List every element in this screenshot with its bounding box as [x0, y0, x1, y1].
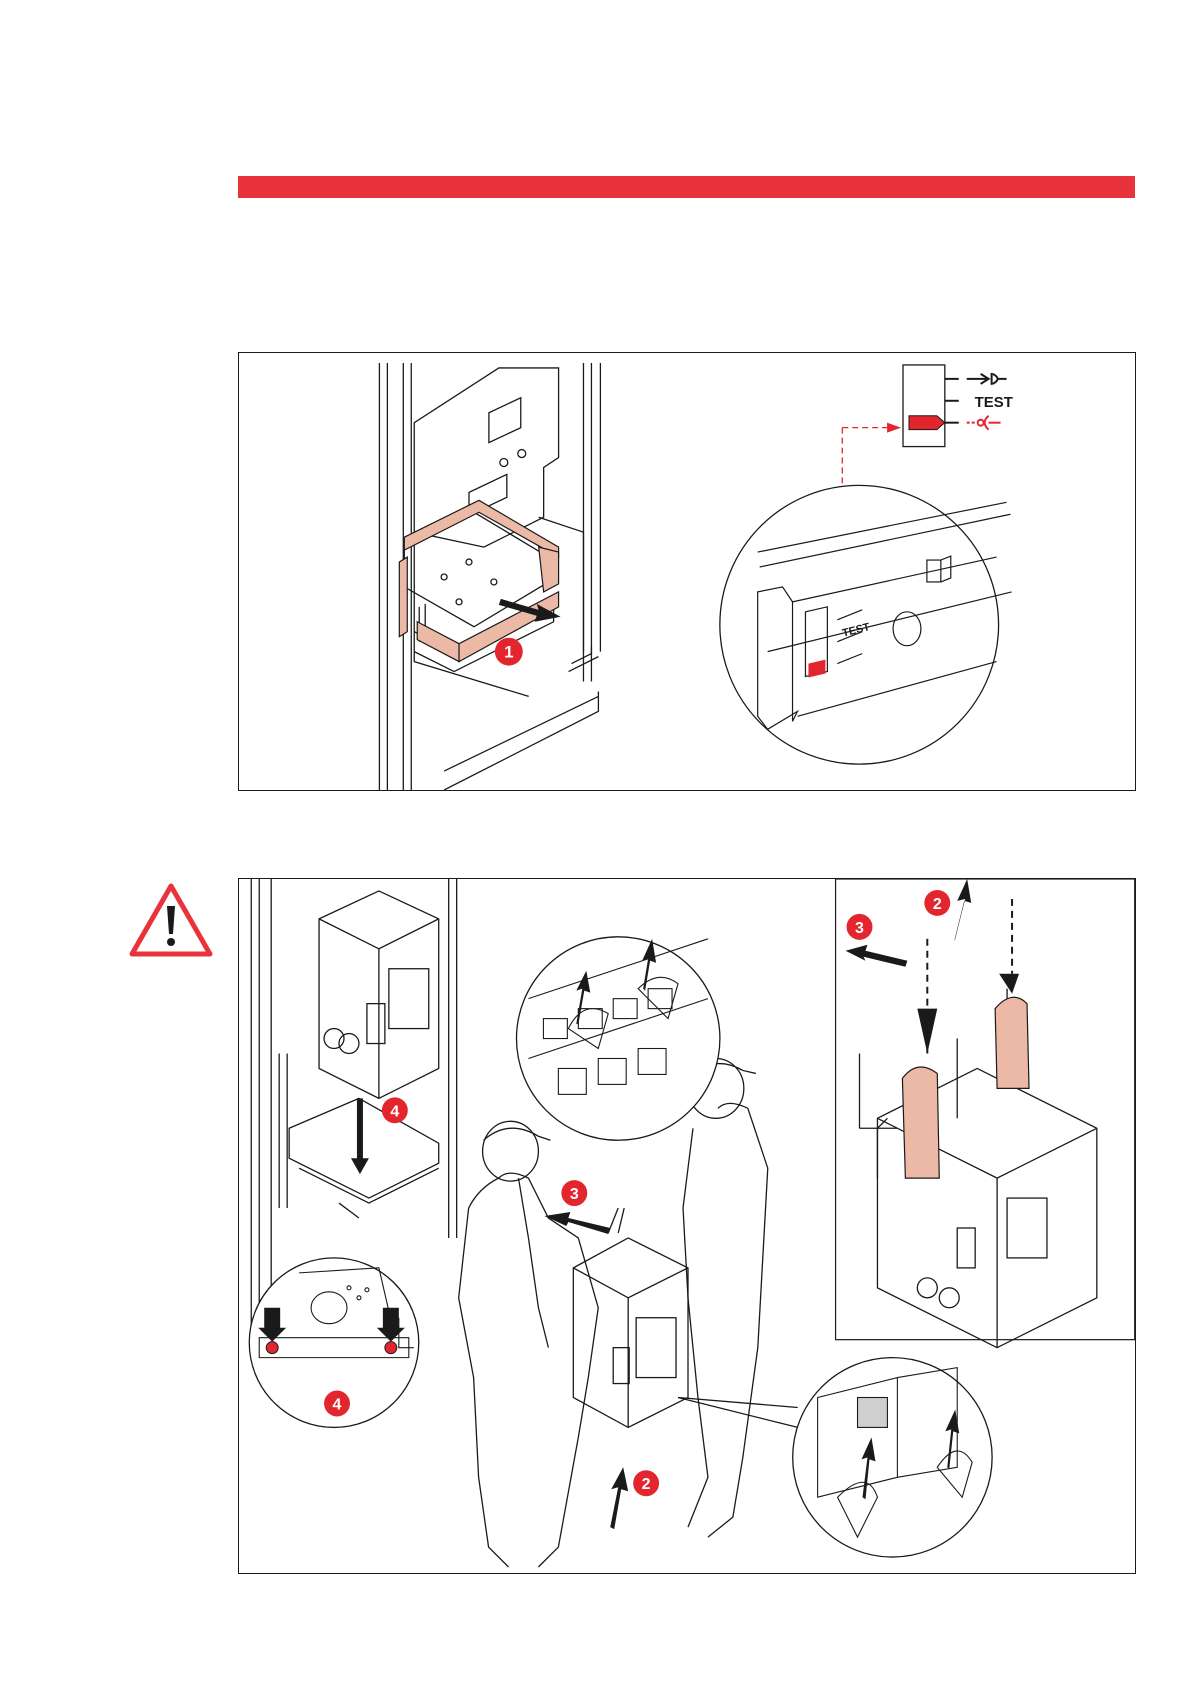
- hoist-lifting-inset: 2 3: [836, 879, 1135, 1348]
- hoist-move-badge: 3: [847, 914, 873, 940]
- main-lift-badge-label: 2: [642, 1476, 651, 1493]
- hoist-lift-badge-label: 2: [933, 896, 942, 913]
- step-badge-1-label: 1: [504, 643, 513, 662]
- connected-symbol-icon: [967, 373, 1007, 385]
- figure-withdraw-illustration: 1 TEST: [239, 353, 1135, 790]
- guide-rail-badge-label: 4: [390, 1103, 399, 1120]
- figure-lifting-illustration: 4: [239, 879, 1135, 1573]
- disconnected-symbol-icon: [967, 416, 1001, 430]
- lift-up-arrow: [610, 1467, 628, 1529]
- hoist-move-badge-label: 3: [855, 920, 864, 937]
- position-indicator-legend: TEST: [903, 365, 1013, 447]
- terminal-detail-zoom: [516, 937, 719, 1140]
- rail-detail-badge-label: 4: [333, 1396, 342, 1413]
- main-lift-badge: 2: [633, 1470, 659, 1496]
- move-left-arrow: [544, 1212, 610, 1234]
- hoist-lift-badge: 2: [924, 890, 950, 916]
- warning-triangle-icon: [128, 882, 214, 958]
- rail-detail-badge: 4: [324, 1391, 350, 1417]
- section-header-bar: [238, 176, 1135, 198]
- guide-rail-badge: 4: [382, 1097, 408, 1123]
- main-move-badge-label: 3: [570, 1186, 579, 1203]
- rail-detail-zoom: 4: [249, 1258, 419, 1428]
- handle-detail-zoom: [793, 1358, 992, 1557]
- figure-withdraw-frame: 1 TEST: [238, 352, 1136, 791]
- figure-lifting-frame: 4: [238, 878, 1136, 1574]
- main-move-badge: 3: [561, 1180, 587, 1206]
- test-position-label: TEST: [975, 394, 1013, 411]
- insert-down-arrow: [351, 1098, 369, 1174]
- indicator-detail-zoom: TEST: [720, 485, 1012, 764]
- step-badge-1: 1: [495, 638, 523, 666]
